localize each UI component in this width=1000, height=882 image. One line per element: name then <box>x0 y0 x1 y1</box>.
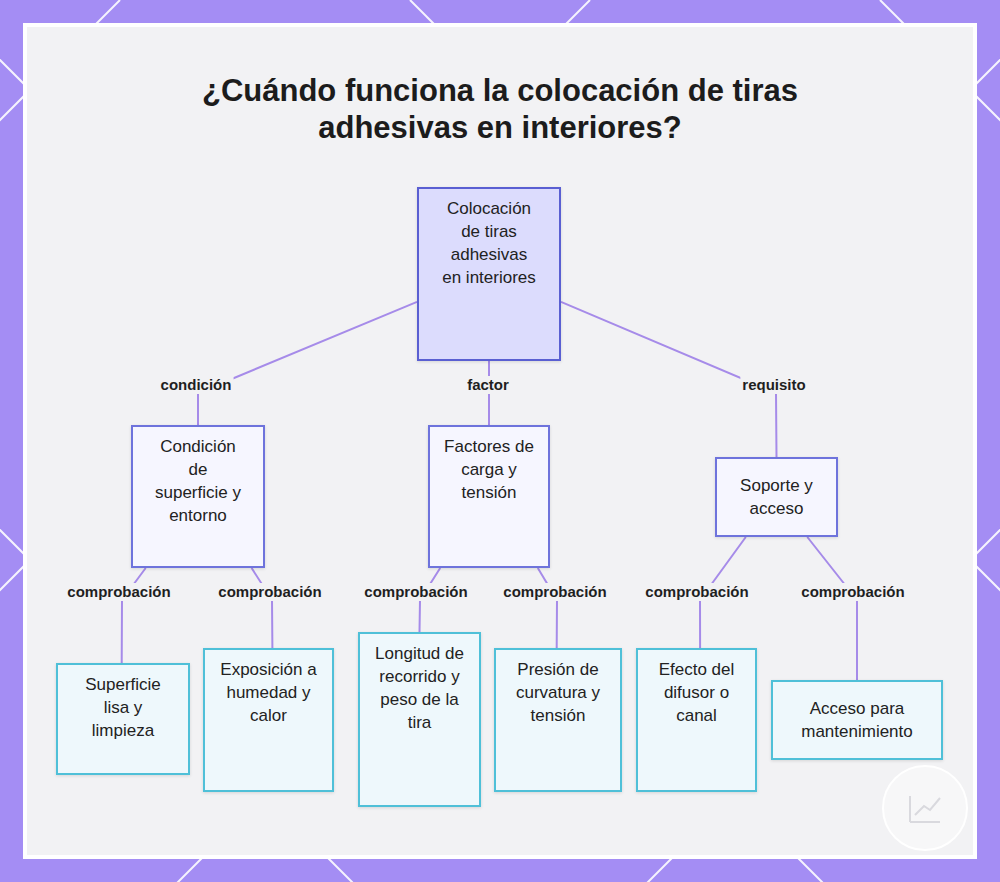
concept-box: Superficie lisa y limpieza <box>56 663 190 775</box>
concept-box: Condición de superficie y entorno <box>131 425 265 568</box>
edge-label: condición <box>159 376 234 394</box>
box-text: Efecto del difusor o canal <box>650 658 743 727</box>
box-text: Longitud de recorrido y peso de la tira <box>370 642 469 734</box>
concept-box: Exposición a humedad y calor <box>203 648 334 792</box>
box-text: Colocación de tiras adhesivas en interio… <box>439 197 539 289</box>
inner-panel <box>25 25 975 857</box>
concept-box: Acceso para mantenimiento <box>771 680 943 760</box>
root-box: Colocación de tiras adhesivas en interio… <box>417 187 561 361</box>
connector-line <box>252 568 273 648</box>
box-text: Condición de superficie y entorno <box>151 435 245 527</box>
edge-label: comprobación <box>362 583 469 601</box>
diagram-title: ¿Cuándo funciona la colocación de tiras … <box>200 72 800 146</box>
connector-line <box>198 302 417 425</box>
concept-box: Longitud de recorrido y peso de la tira <box>358 632 481 807</box>
corner-icon <box>883 766 967 850</box>
edge-label: comprobación <box>501 583 608 601</box>
concept-box: Soporte y acceso <box>715 457 838 537</box>
edge-label: requisito <box>740 376 807 394</box>
connector-line <box>807 537 857 680</box>
edge-label: comprobación <box>65 583 172 601</box>
concept-box: Efecto del difusor o canal <box>636 648 757 792</box>
box-text: Presión de curvatura y tensión <box>510 658 606 727</box>
edge-label: factor <box>465 376 511 394</box>
box-text: Superficie lisa y limpieza <box>76 673 170 742</box>
box-text: Factores de carga y tensión <box>444 435 534 504</box>
connector-line <box>538 568 557 648</box>
edge-label: comprobación <box>643 583 750 601</box>
concept-box: Presión de curvatura y tensión <box>494 648 622 792</box>
box-text: Exposición a humedad y calor <box>219 658 318 727</box>
concept-box: Factores de carga y tensión <box>428 425 550 568</box>
box-text: Acceso para mantenimiento <box>785 697 929 743</box>
edge-label: comprobación <box>799 583 906 601</box>
box-text: Soporte y acceso <box>727 474 826 520</box>
edge-label: comprobación <box>216 583 323 601</box>
